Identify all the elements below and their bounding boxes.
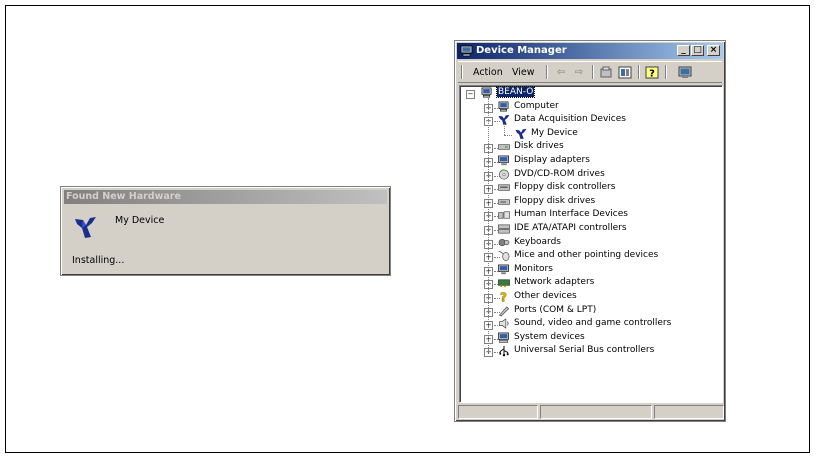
- usb-icon: [499, 346, 509, 357]
- computer-icon: [481, 87, 492, 98]
- device-name: My Device: [115, 215, 165, 226]
- tree-category-item[interactable]: DVD/CD-ROM drives: [514, 168, 605, 179]
- toolbar-separator: [546, 65, 548, 79]
- dialog-title: Found New Hardware: [64, 190, 387, 204]
- tree-connector-line: [494, 311, 500, 313]
- tree-connector-line: [494, 216, 500, 218]
- hid-icon: [498, 211, 510, 219]
- status-pane: [458, 405, 538, 419]
- found-new-hardware-dialog: Found New Hardware My Device Installing.…: [60, 186, 391, 276]
- tree-connector-line: [494, 325, 500, 327]
- tree-connector-line: [494, 352, 500, 354]
- tree-category-item[interactable]: IDE ATA/ATAPI controllers: [514, 223, 627, 233]
- tree-category-item[interactable]: Computer: [514, 100, 559, 111]
- tree-category-item[interactable]: Data Acquisition Devices: [514, 114, 626, 125]
- computer-icon: [498, 101, 509, 112]
- scan-hardware-icon[interactable]: [678, 66, 692, 79]
- cdrom-icon: [499, 169, 509, 180]
- tree-category-item[interactable]: Ports (COM & LPT): [514, 304, 597, 315]
- mouse-icon: [498, 251, 510, 262]
- toolbar-grip: [461, 65, 463, 79]
- tree-category-item[interactable]: Other devices: [514, 291, 577, 301]
- floppy-controller-icon: [498, 184, 510, 191]
- toolbar: Action View ⇦ ⇨ ?: [458, 61, 722, 83]
- tree-connector-line: [494, 284, 500, 286]
- computer-icon: [460, 45, 473, 57]
- display-adapter-icon: [498, 155, 509, 166]
- menu-action[interactable]: Action: [473, 67, 503, 78]
- daq-icon: [515, 128, 527, 139]
- tree-connector-line: [494, 338, 500, 340]
- tree-connector-line: [494, 270, 500, 272]
- system-device-icon: [498, 332, 509, 343]
- minimize-button[interactable]: _: [677, 45, 690, 56]
- toolbar-separator: [665, 65, 667, 79]
- tree-collapse-toggle[interactable]: −: [466, 90, 475, 99]
- device-tree[interactable]: −BEAN-O+Computer−Data Acquisition Device…: [459, 85, 723, 403]
- window-title: Device Manager: [476, 45, 567, 56]
- svg-text:?: ?: [500, 291, 507, 303]
- toolbar-separator: [638, 65, 640, 79]
- floppy-drive-icon: [498, 199, 510, 205]
- install-status: Installing...: [72, 255, 125, 266]
- question-icon: ?: [500, 291, 507, 303]
- tree-connector-line: [494, 298, 500, 299]
- properties-icon[interactable]: [599, 66, 613, 79]
- view-icon[interactable]: [618, 66, 632, 79]
- tree-category-item[interactable]: Floppy disk drives: [514, 195, 596, 206]
- daq-icon: [498, 115, 510, 126]
- tree-category-item[interactable]: Universal Serial Bus controllers: [514, 345, 655, 356]
- tree-connector-line: [504, 134, 512, 136]
- maximize-button[interactable]: □: [691, 45, 704, 56]
- tree-category-item[interactable]: Mice and other pointing devices: [514, 250, 659, 261]
- tree-connector-line: [504, 123, 505, 135]
- status-bar: [458, 405, 724, 419]
- speaker-icon: [499, 318, 509, 329]
- close-button[interactable]: ×: [707, 45, 720, 56]
- ide-controller-icon: [498, 224, 510, 234]
- help-icon[interactable]: ?: [645, 66, 659, 79]
- tree-category-item[interactable]: Disk drives: [514, 141, 564, 152]
- device-manager-window: Device Manager _ □ × Action View ⇦ ⇨ ? −…: [454, 40, 726, 422]
- tree-connector-line: [494, 202, 500, 204]
- tree-category-item[interactable]: Display adapters: [514, 155, 590, 165]
- status-pane: [654, 405, 724, 419]
- tree-connector-line: [488, 97, 489, 352]
- tree-connector-line: [494, 148, 500, 150]
- tree-connector-line: [494, 121, 500, 123]
- tree-connector-line: [494, 243, 500, 245]
- monitor-icon: [498, 264, 509, 274]
- port-icon: [498, 305, 510, 317]
- tree-connector-line: [494, 107, 500, 109]
- tree-category-item[interactable]: Network adapters: [514, 277, 595, 288]
- tree-category-item[interactable]: Floppy disk controllers: [514, 182, 616, 193]
- forward-arrow-icon[interactable]: ⇨: [574, 67, 584, 78]
- tree-device-item[interactable]: My Device: [531, 127, 578, 138]
- tree-root-node[interactable]: BEAN-O: [495, 86, 536, 98]
- title-bar[interactable]: Device Manager _ □ ×: [457, 43, 723, 59]
- tree-connector-line: [494, 230, 500, 231]
- tree-connector-line: [494, 257, 500, 259]
- tree-connector-line: [494, 189, 500, 191]
- tree-category-item[interactable]: Sound, video and game controllers: [514, 318, 672, 329]
- back-arrow-icon[interactable]: ⇦: [556, 67, 566, 78]
- tree-connector-line: [494, 175, 500, 177]
- svg-text:?: ?: [649, 69, 655, 80]
- tree-category-item[interactable]: System devices: [514, 331, 585, 342]
- tree-category-item[interactable]: Keyboards: [514, 236, 561, 247]
- tree-category-item[interactable]: Human Interface Devices: [514, 209, 628, 220]
- tree-category-item[interactable]: Monitors: [514, 263, 553, 274]
- toolbar-separator: [592, 65, 594, 79]
- disk-drive-icon: [498, 144, 510, 151]
- menu-view[interactable]: View: [512, 67, 535, 78]
- status-pane: [540, 405, 652, 419]
- tree-connector-line: [494, 162, 500, 163]
- ni-device-icon: [75, 217, 96, 238]
- page-frame: [5, 5, 810, 453]
- network-adapter-icon: [498, 279, 510, 288]
- keyboard-icon: [498, 238, 510, 246]
